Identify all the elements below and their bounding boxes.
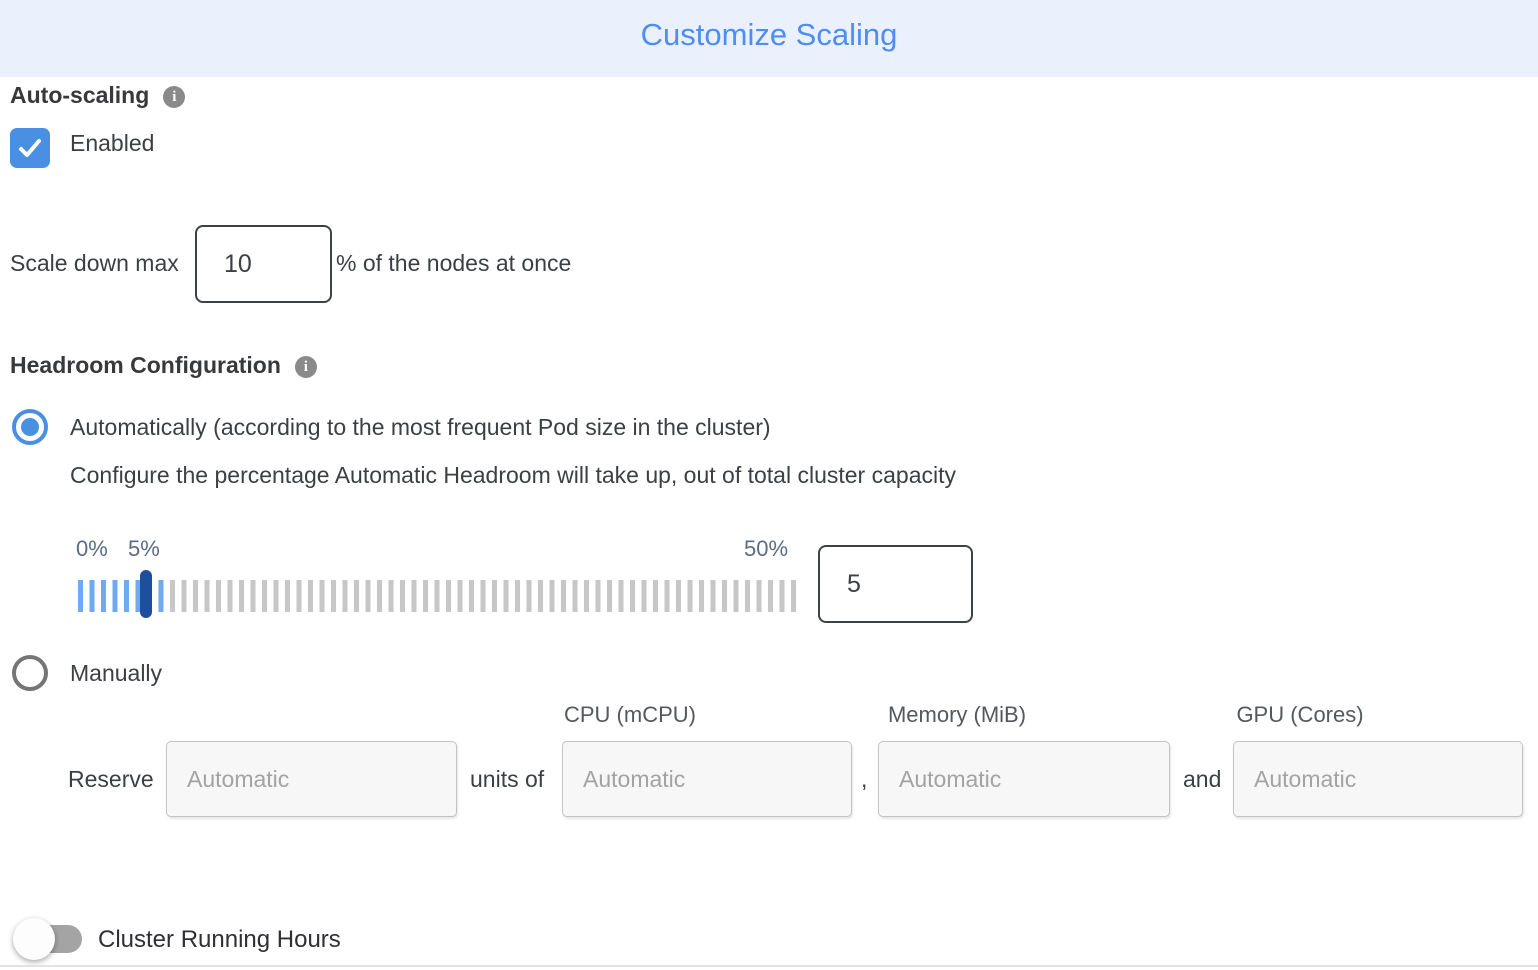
bottom-divider (0, 965, 1538, 967)
radio-automatically[interactable] (12, 409, 48, 445)
auto-scaling-section-header: Auto-scaling i (10, 82, 186, 109)
headroom-info-icon[interactable]: i (294, 356, 317, 378)
reserve-memory-input[interactable] (878, 741, 1170, 817)
auto-scaling-enabled-checkbox[interactable] (10, 128, 50, 168)
column-header-gpu: GPU (Cores) (1236, 702, 1364, 727)
radio-dot (21, 418, 39, 436)
auto-scaling-info-icon[interactable]: i (163, 86, 186, 108)
reserve-cpu-input[interactable] (562, 741, 852, 817)
reserve-label: Reserve (68, 766, 154, 792)
checkmark-icon (19, 139, 41, 157)
reserve-gpu-input[interactable] (1233, 741, 1523, 817)
headroom-percentage-input[interactable] (818, 545, 973, 623)
radio-manually[interactable] (12, 655, 48, 691)
radio-automatically-label: Automatically (according to the most fre… (70, 414, 771, 440)
and-label: and (1183, 766, 1222, 792)
header: Customize Scaling (0, 0, 1538, 77)
radio-manually-label: Manually (70, 660, 163, 686)
column-header-memory: Memory (MiB) (887, 702, 1027, 727)
scale-down-max-input[interactable] (195, 225, 332, 303)
slider-current-label: 5% (128, 536, 160, 561)
reserve-units-input[interactable] (166, 741, 457, 817)
units-of-label: units of (470, 766, 545, 792)
cluster-running-hours-label: Cluster Running Hours (98, 926, 341, 953)
column-header-cpu: CPU (mCPU) (564, 702, 696, 727)
page-title: Customize Scaling (640, 17, 898, 52)
slider-min-label: 0% (76, 536, 108, 561)
scale-down-max-suffix: % of the nodes at once (336, 250, 572, 276)
toggle-knob[interactable] (13, 918, 55, 960)
comma-separator: , (861, 766, 868, 792)
headroom-configuration-label: Headroom Configuration (10, 352, 281, 378)
headroom-section-header: Headroom Configuration i (10, 352, 317, 379)
enabled-label: Enabled (70, 130, 155, 156)
auto-scaling-label: Auto-scaling (10, 82, 150, 108)
headroom-slider-thumb[interactable] (140, 570, 152, 618)
headroom-description: Configure the percentage Automatic Headr… (70, 462, 956, 488)
headroom-slider-track[interactable] (78, 580, 800, 612)
scale-down-max-label: Scale down max (10, 250, 179, 276)
slider-max-label: 50% (744, 536, 789, 561)
